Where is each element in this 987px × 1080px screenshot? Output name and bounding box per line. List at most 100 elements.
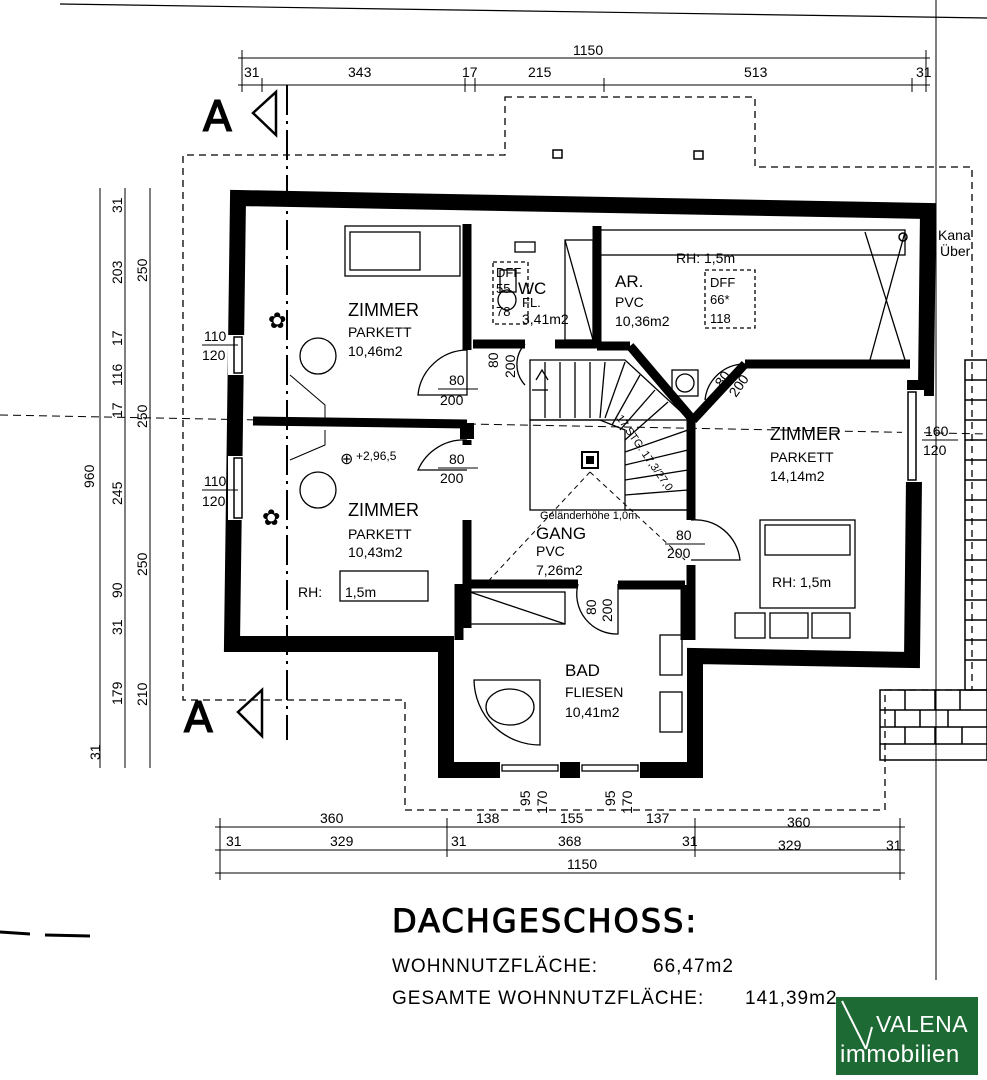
valena-logo: VALENA immobilien [836, 997, 978, 1075]
section-label-top: A [203, 92, 232, 141]
opening-height: 120 [923, 442, 947, 458]
railing-label: Geländerhöhe 1,0m [540, 510, 637, 522]
door-width: 80 [449, 451, 465, 467]
scan-mark [0, 930, 91, 938]
section-label-bottom: A [184, 693, 213, 742]
opening-height: 120 [202, 493, 226, 509]
window [501, 764, 559, 772]
opening-dimensions: 110 120 110 120 160 120 80 200 80 200 80… [202, 328, 958, 814]
opening-width: 95 [517, 790, 533, 806]
door-width: 80 [583, 599, 599, 615]
dim-value: 116 [109, 363, 125, 386]
room-area: 10,36m2 [615, 313, 670, 329]
dim-value: 31 [109, 197, 125, 213]
room-name: AR. [615, 272, 643, 291]
room-name: ZIMMER [348, 300, 419, 320]
window [581, 764, 639, 772]
room-area: 7,26m2 [536, 562, 583, 578]
dim-total-bottom: 1150 [567, 856, 597, 872]
door-height: 200 [667, 545, 691, 561]
dim-value: 31 [109, 619, 125, 635]
dim-value: 210 [134, 682, 150, 706]
opening-width: 95 [602, 790, 618, 806]
summary-label: WOHNNUTZFLÄCHE: [392, 956, 598, 977]
drain-icon [898, 232, 908, 242]
room-area: 14,14m2 [770, 468, 825, 484]
roof-vent [693, 150, 704, 160]
room-name: WC [518, 279, 546, 298]
room-floor: PARKETT [348, 324, 412, 340]
dim-value: 203 [109, 260, 125, 284]
dim-total-top: 1150 [573, 42, 603, 58]
logo-subtitle: immobilien [840, 1041, 960, 1068]
valena-logo-mark [841, 1000, 873, 1050]
dim-value: 17 [109, 402, 125, 418]
dim-value: 179 [109, 681, 125, 705]
plan-title: DACHGESCHOSS: [392, 902, 698, 940]
dim-value: 17 [462, 64, 478, 80]
elevation-label: +2,96,5 [356, 449, 397, 463]
furniture [299, 225, 906, 746]
logo-name: VALENA [876, 1011, 969, 1037]
elevation-marker-icon: ⊕ [340, 451, 353, 468]
dff-value: 78 [496, 304, 510, 319]
dff-value: 66* [710, 292, 730, 307]
dim-total-left: 960 [81, 464, 97, 488]
dim-value: 155 [560, 810, 584, 826]
rh-label: RH: 1,5m [676, 250, 735, 266]
dim-value: 368 [558, 833, 582, 849]
opening-height: 120 [202, 347, 226, 363]
rh-label: RH: 1,5m [772, 574, 831, 590]
room-name: GANG [536, 524, 586, 543]
chimney-flue [586, 456, 594, 464]
dim-value: 90 [109, 582, 125, 598]
room-name: ZIMMER [770, 424, 841, 444]
room-area: 10,43m2 [348, 544, 403, 560]
room-area: 3,41m2 [522, 311, 569, 327]
dim-value: 137 [646, 810, 670, 826]
dim-value: 513 [744, 64, 768, 80]
dim-value: 250 [134, 258, 150, 282]
door-width: 80 [449, 372, 465, 388]
opening-width: 160 [925, 423, 949, 439]
door-height: 200 [440, 470, 464, 486]
plant-icon: ✿ [268, 308, 286, 333]
window [233, 457, 243, 519]
rh-value: 1,5m [345, 584, 376, 600]
door-height: 200 [502, 354, 518, 378]
window [907, 391, 917, 481]
room-name: BAD [565, 661, 600, 680]
door-width: 80 [676, 527, 692, 543]
dff-value: 55 [496, 281, 510, 296]
dim-left-labels: 960 31 203 17 116 17 245 90 31 179 31 25… [81, 197, 150, 760]
dim-chain-top [238, 50, 930, 92]
room-labels: ZIMMER PARKETT 10,46m2 DFF 55 78 WC FL. … [298, 227, 971, 720]
room-floor: FLIESEN [565, 684, 623, 700]
door-swings [417, 343, 746, 635]
dff-label: DFF [496, 265, 521, 280]
opening-height: 170 [534, 790, 550, 814]
dff-value: 118 [710, 311, 731, 326]
dim-value: 215 [528, 64, 552, 80]
dim-value: 31 [244, 64, 260, 80]
dim-value: 31 [916, 64, 932, 80]
room-area: 10,41m2 [565, 704, 620, 720]
axis-line [0, 414, 987, 435]
room-floor: PVC [615, 294, 644, 310]
staircase [529, 359, 691, 511]
room-floor: PVC [536, 543, 565, 559]
door-height: 200 [599, 598, 615, 622]
dim-bottom-labels: 360 138 155 137 360 31 329 31 368 31 329… [226, 810, 902, 872]
dim-value: 31 [886, 837, 902, 853]
outer-wall [223, 189, 937, 778]
dff-label: DFF [710, 275, 735, 290]
brick-wall-pattern [879, 359, 987, 761]
dff-box-ar [704, 269, 756, 329]
dim-chain-left [99, 188, 151, 768]
plant-icon: ✿ [262, 505, 280, 530]
stairs-label: 17 STG. 17,3/27,0 [614, 413, 675, 494]
door-height: 200 [440, 392, 464, 408]
rh-label: RH: [298, 584, 322, 600]
room-floor: PARKETT [770, 449, 834, 465]
dim-value: 31 [682, 833, 698, 849]
